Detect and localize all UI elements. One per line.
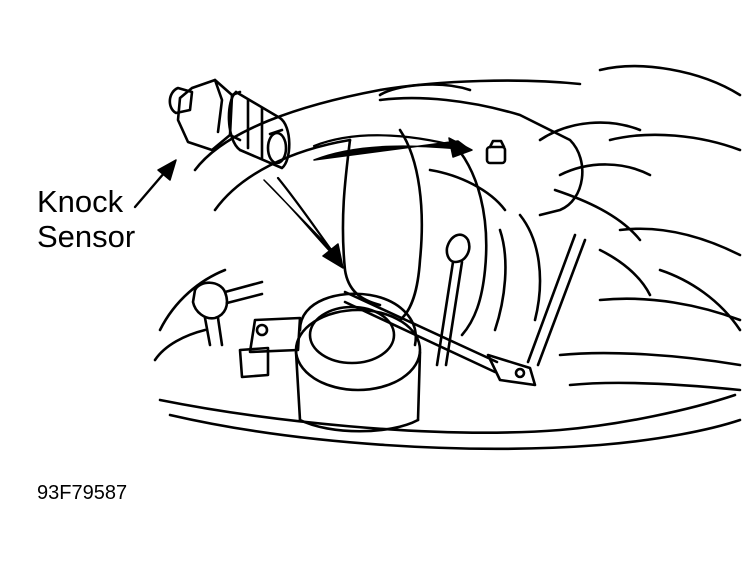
callout-label-line1: Knock: [37, 184, 124, 219]
location-arrow-upper: [312, 134, 473, 161]
oil-filter: [294, 292, 422, 433]
mounting-stud: [485, 139, 507, 165]
figure-id: 93F79587: [37, 482, 128, 504]
left-plug: [191, 280, 264, 347]
throttle-linkage: [343, 233, 587, 387]
location-arrow-lower: [263, 176, 344, 269]
callout-label-line2: Sensor: [37, 219, 136, 254]
knock-sensor-part: [168, 78, 291, 170]
left-bracket: [238, 316, 302, 379]
dipstick: [435, 233, 471, 367]
callout-arrow: [133, 159, 177, 209]
wire-harness: [538, 121, 652, 297]
